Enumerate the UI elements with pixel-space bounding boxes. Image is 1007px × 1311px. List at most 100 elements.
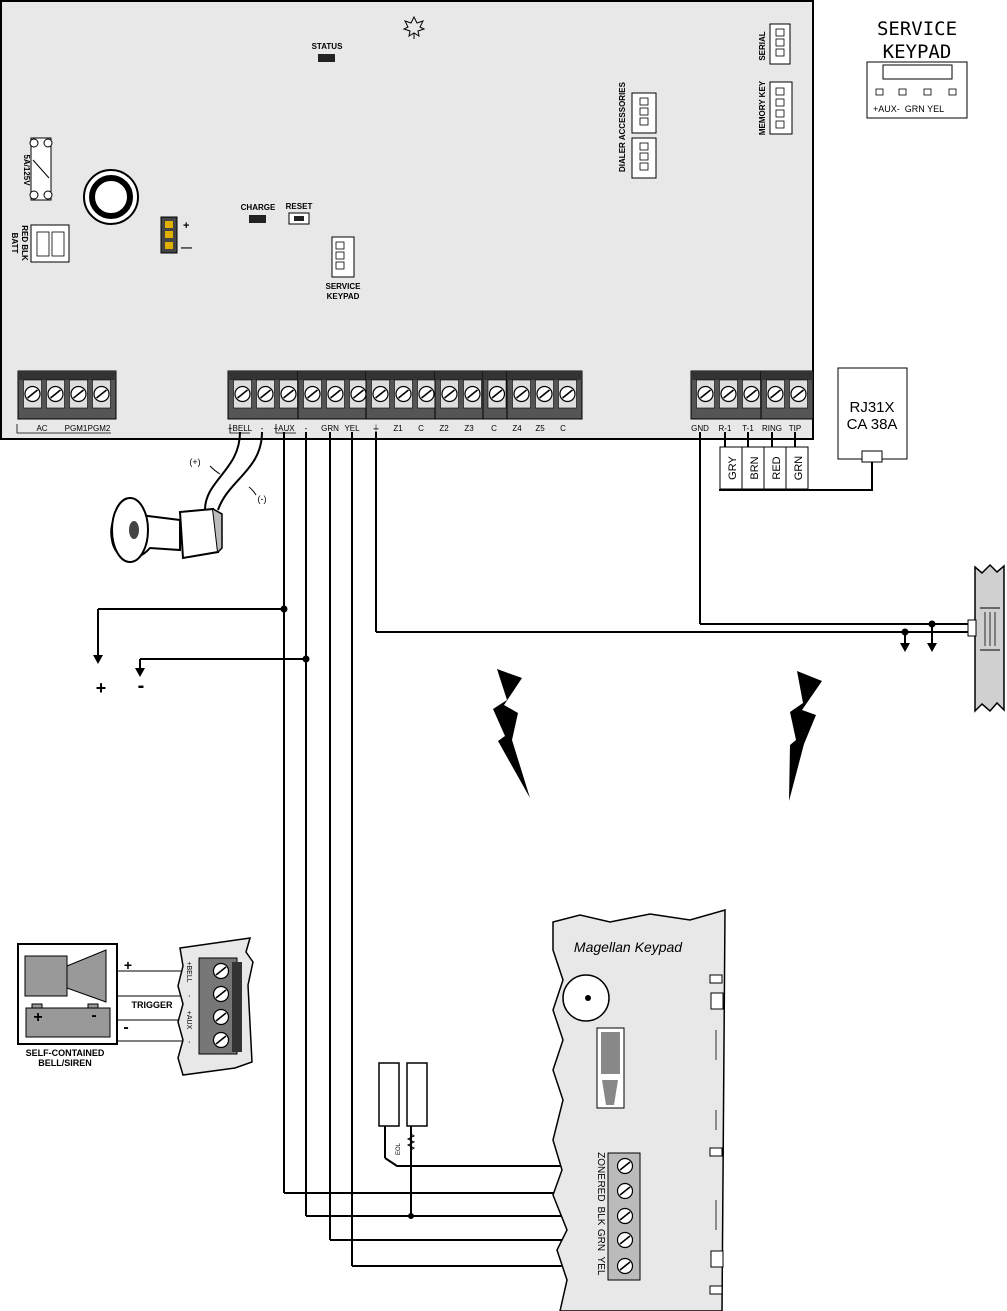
main-terminal-label: YEL bbox=[344, 424, 360, 433]
wireless-lightning-icon bbox=[493, 669, 822, 801]
memory-key-connector bbox=[769, 81, 793, 135]
keypad-term-red: RED bbox=[595, 1180, 606, 1201]
terminal-screw bbox=[327, 385, 344, 403]
terminal-screw bbox=[790, 385, 807, 403]
bell-block-label-3: +AUX bbox=[185, 1011, 192, 1030]
siren-plus-label: (+) bbox=[189, 457, 200, 467]
svg-text:+: + bbox=[33, 1009, 42, 1026]
main-terminal-label: C bbox=[491, 424, 497, 433]
term-pgm2: PGM2 bbox=[88, 424, 111, 433]
rj31x-line-2: CA 38A bbox=[847, 416, 898, 433]
main-terminal-label: Z3 bbox=[464, 424, 474, 433]
terminal-block-main bbox=[227, 370, 583, 420]
terminal-screw bbox=[488, 385, 506, 403]
rj31x-line-1: RJ31X bbox=[849, 399, 894, 416]
terminal-screw bbox=[464, 385, 481, 403]
keypad-term-grn: GRN bbox=[595, 1229, 606, 1251]
battery-connector bbox=[30, 224, 70, 263]
keypad-title: Magellan Keypad bbox=[574, 939, 683, 955]
terminal-screw bbox=[350, 385, 367, 403]
bell-block-label-1: +BELL bbox=[185, 961, 192, 982]
terminal-screw bbox=[536, 385, 553, 403]
bell-terminal-block bbox=[177, 937, 254, 1076]
service-keypad: SERVICE KEYPAD +AUX- GRN YEL bbox=[866, 18, 968, 119]
battery-label-2: BATT bbox=[10, 233, 19, 254]
siren-minus-label: (-) bbox=[258, 494, 267, 504]
memory-key-label: MEMORY KEY bbox=[758, 80, 767, 135]
self-contained-bell-siren: + - bbox=[17, 943, 118, 1045]
bell-trigger-wires bbox=[117, 970, 186, 1042]
terminal-block-ac-pgm bbox=[17, 370, 117, 420]
service-keypad-title-1: SERVICE bbox=[877, 18, 957, 40]
bell-block-label-2: - bbox=[185, 995, 192, 998]
terminal-screw bbox=[743, 385, 760, 403]
bell-caption-1: SELF-CONTAINED bbox=[26, 1048, 105, 1058]
telephone-line-device bbox=[967, 563, 1005, 713]
main-terminal-label: Z4 bbox=[512, 424, 522, 433]
power-plus: + bbox=[96, 678, 107, 698]
reset-label: RESET bbox=[286, 202, 313, 211]
charge-label: CHARGE bbox=[241, 203, 276, 212]
main-terminal-label: - bbox=[305, 424, 308, 433]
terminal-screw bbox=[767, 385, 784, 403]
telephone-terminal-label: TIP bbox=[789, 424, 801, 433]
wire-brn: BRN bbox=[749, 456, 761, 479]
magellan-keypad bbox=[552, 909, 726, 1311]
service-keypad-connector-label: SERVICE bbox=[326, 282, 362, 291]
terminal-screw bbox=[513, 385, 530, 403]
bell-block-label-4: - bbox=[185, 1041, 192, 1044]
terminal-screw bbox=[24, 385, 41, 403]
terminal-screw bbox=[372, 385, 389, 403]
jumper-minus: — bbox=[181, 242, 192, 254]
main-terminal-label: Z1 bbox=[393, 424, 403, 433]
bell-caption-2: BELL/SIREN bbox=[38, 1058, 92, 1068]
main-terminal-label: Z5 bbox=[535, 424, 545, 433]
wire-red: RED bbox=[771, 456, 783, 479]
maple-leaf-icon bbox=[402, 15, 426, 39]
dialer-accessories-label: DIALER ACCESSORIES bbox=[618, 81, 627, 172]
serial-connector bbox=[769, 23, 791, 65]
battery-label: RED BLK bbox=[20, 225, 29, 261]
terminal-screw bbox=[441, 385, 458, 403]
eol-label: EOL bbox=[396, 1142, 402, 1155]
service-keypad-pins: +AUX- GRN YEL bbox=[873, 104, 944, 114]
charge-led bbox=[249, 215, 266, 223]
fuse-label: 5A/125V bbox=[22, 154, 31, 186]
jumper-plus: + bbox=[183, 220, 189, 232]
control-panel-board: STATUS CHARGE RESET SERVICE KEYPAD SERIA… bbox=[0, 0, 814, 440]
terminal-screw bbox=[559, 385, 576, 403]
power-minus: - bbox=[138, 675, 145, 697]
keypad-term-yel: YEL bbox=[595, 1257, 606, 1276]
service-keypad-connector-label-2: KEYPAD bbox=[327, 292, 360, 301]
bell-plus-label: + bbox=[124, 957, 132, 973]
main-terminal-label: +AUX bbox=[273, 424, 295, 433]
keypad-term-zone: ZONE bbox=[595, 1152, 606, 1180]
keypad-term-blk: BLK bbox=[595, 1207, 606, 1226]
rj31x-wires: GRY BRN RED GRN bbox=[719, 446, 809, 490]
main-terminal-label: GRN bbox=[321, 424, 339, 433]
siren bbox=[110, 497, 223, 563]
wire-gry: GRY bbox=[727, 456, 739, 480]
terminal-block-telephone bbox=[690, 370, 814, 420]
wires bbox=[97, 431, 970, 1267]
main-terminal-label: - bbox=[261, 424, 264, 433]
terminal-screw bbox=[70, 385, 87, 403]
main-terminal-label: Z2 bbox=[439, 424, 449, 433]
terminal-screw bbox=[280, 385, 297, 403]
jumper bbox=[160, 216, 178, 254]
terminal-screw bbox=[418, 385, 435, 403]
rj31x-jack: RJ31X CA 38A bbox=[837, 367, 908, 463]
telephone-terminal-label: R-1 bbox=[719, 424, 732, 433]
terminal-screw bbox=[234, 385, 251, 403]
main-terminal-label: C bbox=[560, 424, 566, 433]
terminal-screw bbox=[47, 385, 64, 403]
door-contact bbox=[378, 1062, 428, 1127]
trigger-label: TRIGGER bbox=[131, 1000, 173, 1010]
junction-dots bbox=[280, 605, 936, 1219]
terminal-screw bbox=[93, 385, 110, 403]
telephone-terminal-label: T-1 bbox=[742, 424, 754, 433]
status-led bbox=[318, 54, 335, 62]
term-ac: AC bbox=[36, 424, 47, 433]
serial-label: SERIAL bbox=[758, 31, 767, 60]
